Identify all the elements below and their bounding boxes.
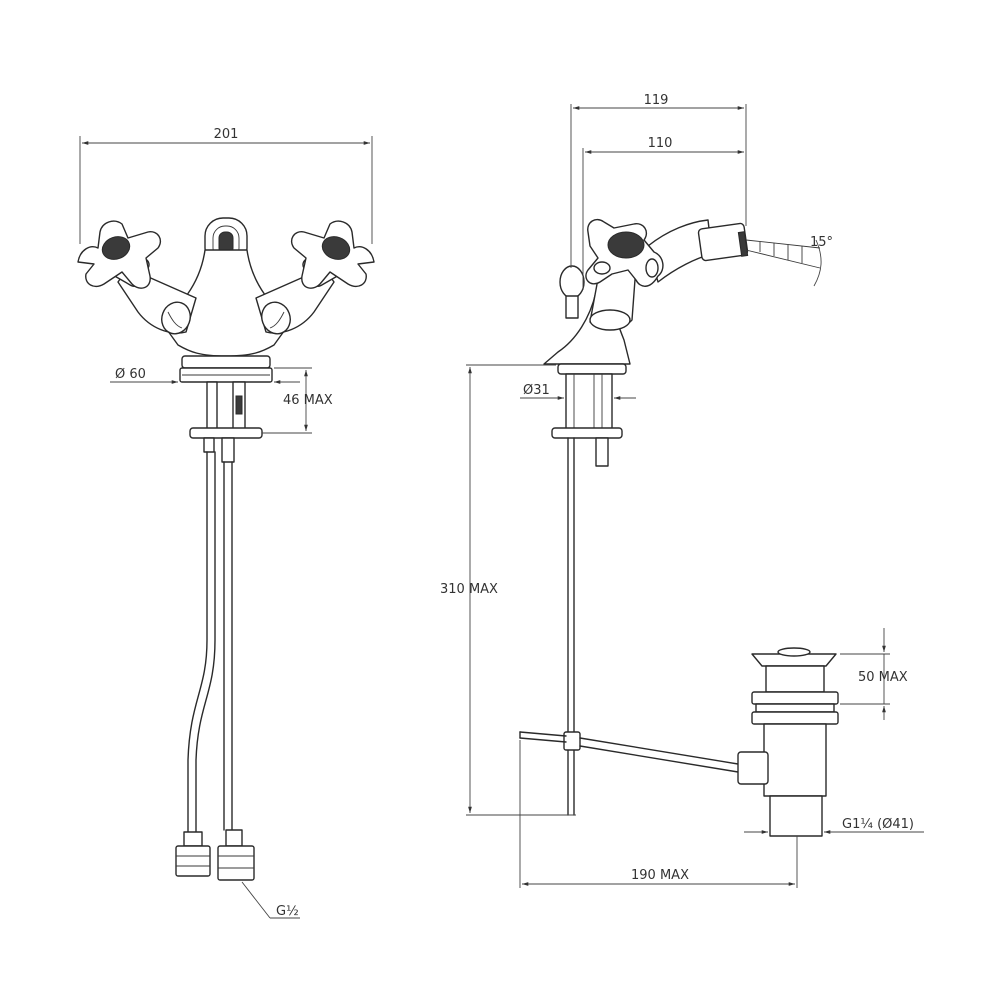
front-hoses (175, 451, 255, 881)
front-left-handle (77, 220, 162, 289)
dim-side-depth-label: 119 (644, 93, 669, 108)
side-popup-knob (559, 265, 585, 319)
callout-front-inlet-thread-label: G½ (276, 904, 299, 919)
dim-side-rod: 190 MAX (519, 740, 798, 888)
dim-side-waste-thread: G1¼ (Ø41) (744, 817, 924, 834)
dim-side-base-diameter-label: Ø31 (523, 383, 550, 398)
front-right-handle (290, 220, 375, 289)
side-linkage-rod (519, 731, 739, 773)
side-base (551, 363, 627, 467)
dim-front-base-diameter-label: Ø 60 (115, 367, 146, 382)
dim-side-depth: 119 (570, 93, 747, 268)
side-waste (737, 647, 839, 837)
dim-front-width: 201 (79, 127, 373, 244)
side-popup-rod (563, 437, 581, 816)
front-base (179, 355, 273, 383)
dim-front-width-label: 201 (214, 127, 239, 142)
dim-side-base-diameter: Ø31 (520, 383, 636, 400)
dim-front-thickness: 46 MAX (262, 367, 333, 434)
side-spray-cone (745, 239, 822, 287)
side-view: 119 110 15° Ø31 310 MAX (440, 93, 924, 888)
dim-side-length-label: 310 MAX (440, 582, 498, 597)
side-spout (647, 219, 749, 283)
side-cross-handle (585, 218, 664, 287)
dim-side-waste: 50 MAX (840, 628, 908, 720)
dim-side-angle-label: 15° (810, 235, 833, 250)
dim-side-length: 310 MAX (440, 364, 576, 816)
front-view: 201 Ø 60 46 MAX G½ (77, 127, 375, 919)
dim-side-rod-label: 190 MAX (631, 868, 689, 883)
dim-side-waste-thread-label: G1¼ (Ø41) (842, 817, 914, 832)
dim-side-reach: 110 (582, 136, 744, 290)
dim-front-base-diameter: Ø 60 (110, 367, 300, 384)
dim-side-reach-label: 110 (648, 136, 673, 151)
dim-side-waste-label: 50 MAX (858, 670, 908, 685)
callout-front-inlet-thread: G½ (241, 881, 300, 919)
front-mounting (189, 381, 263, 463)
dim-front-thickness-label: 46 MAX (283, 393, 333, 408)
